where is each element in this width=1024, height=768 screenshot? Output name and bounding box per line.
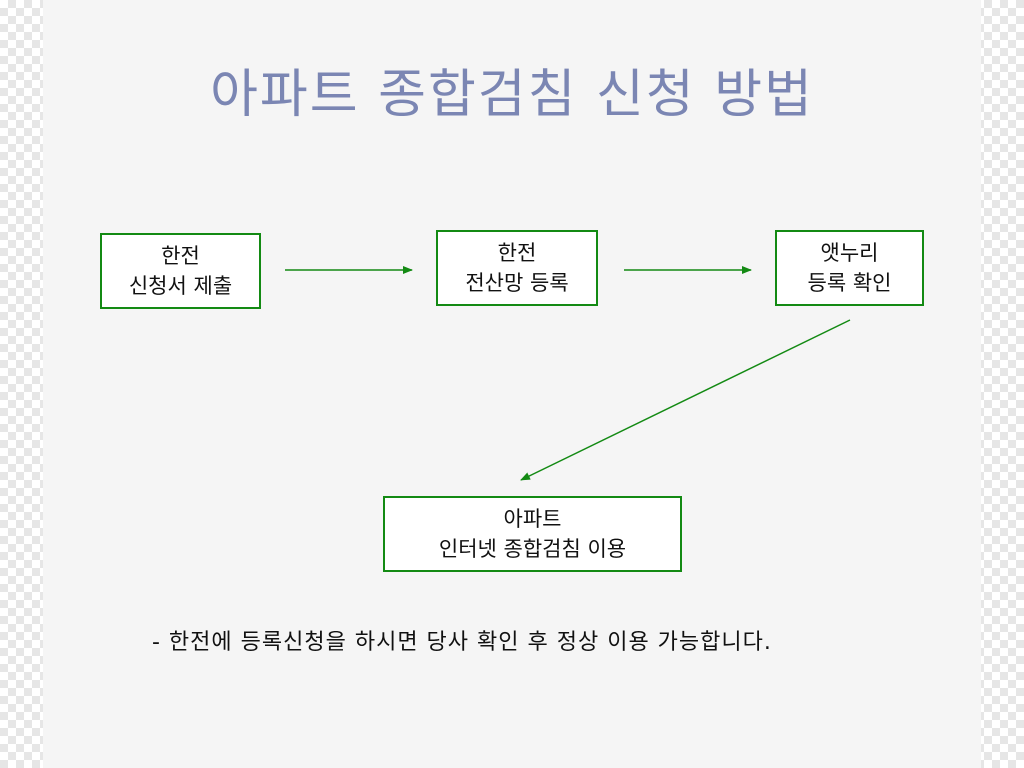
node-step1-line2: 신청서 제출 bbox=[128, 274, 233, 298]
node-step2-line2: 전산망 등록 bbox=[465, 271, 569, 295]
node-step1-line1: 한전 bbox=[161, 244, 200, 268]
node-step2-registration: 한전 전산망 등록 bbox=[436, 230, 598, 306]
slide-background bbox=[43, 0, 981, 768]
page-title: 아파트 종합검침 신청 방법 bbox=[210, 65, 814, 125]
node-step3-confirmation: 앳누리 등록 확인 bbox=[775, 230, 924, 306]
arrow-step3-to-step4 bbox=[520, 319, 851, 481]
node-step3-line2: 등록 확인 bbox=[807, 271, 892, 295]
node-step2-line1: 한전 bbox=[497, 241, 537, 265]
node-step4-line1: 아파트 bbox=[503, 507, 562, 531]
footnote-text: - 한전에 등록신청을 하시면 당사 확인 후 정상 이용 가능합니다. bbox=[152, 630, 772, 655]
node-step3-line1: 앳누리 bbox=[820, 241, 879, 265]
node-step4-usage: 아파트 인터넷 종합검침 이용 bbox=[383, 496, 682, 572]
node-step4-line2: 인터넷 종합검침 이용 bbox=[438, 537, 627, 561]
node-step1-application: 한전 신청서 제출 bbox=[100, 233, 261, 309]
